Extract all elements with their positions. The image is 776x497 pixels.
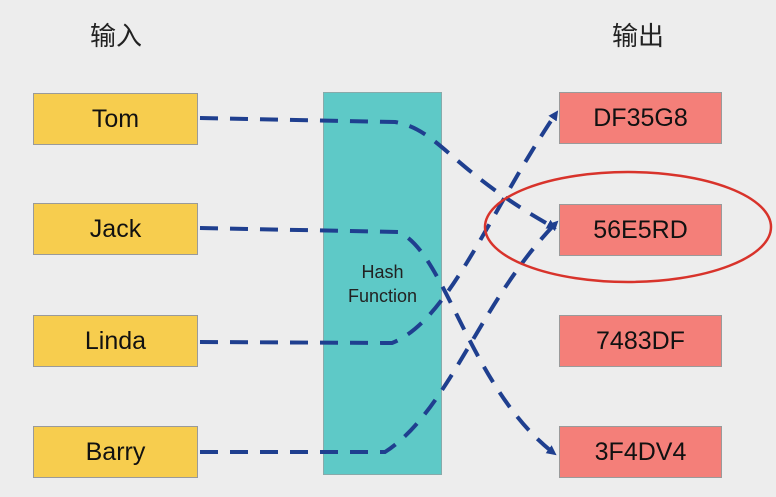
input-box-barry: Barry (33, 426, 198, 478)
hash-function-label: Hash Function (323, 260, 442, 308)
output-box-3f4dv4: 3F4DV4 (559, 426, 722, 478)
input-box-tom: Tom (33, 93, 198, 145)
arrow-linda-to-df35g8 (199, 110, 559, 346)
arrow-barry-to-56e5rd (200, 220, 559, 454)
hash-function-label-line2: Function (347, 286, 418, 306)
arrow-tom-to-56e5rd (199, 116, 557, 230)
output-column-title: 输出 (612, 22, 665, 52)
arrow-jack-to-3f4dv4 (199, 226, 557, 456)
input-box-linda: Linda (33, 315, 198, 367)
input-column-title: 输入 (90, 22, 143, 52)
hash-function-label-line1: Hash (361, 262, 404, 282)
hash-function-box (323, 92, 442, 475)
input-box-jack: Jack (33, 203, 198, 255)
output-box-df35g8: DF35G8 (559, 92, 722, 144)
output-box-56e5rd: 56E5RD (559, 204, 722, 256)
output-box-7483df: 7483DF (559, 315, 722, 367)
